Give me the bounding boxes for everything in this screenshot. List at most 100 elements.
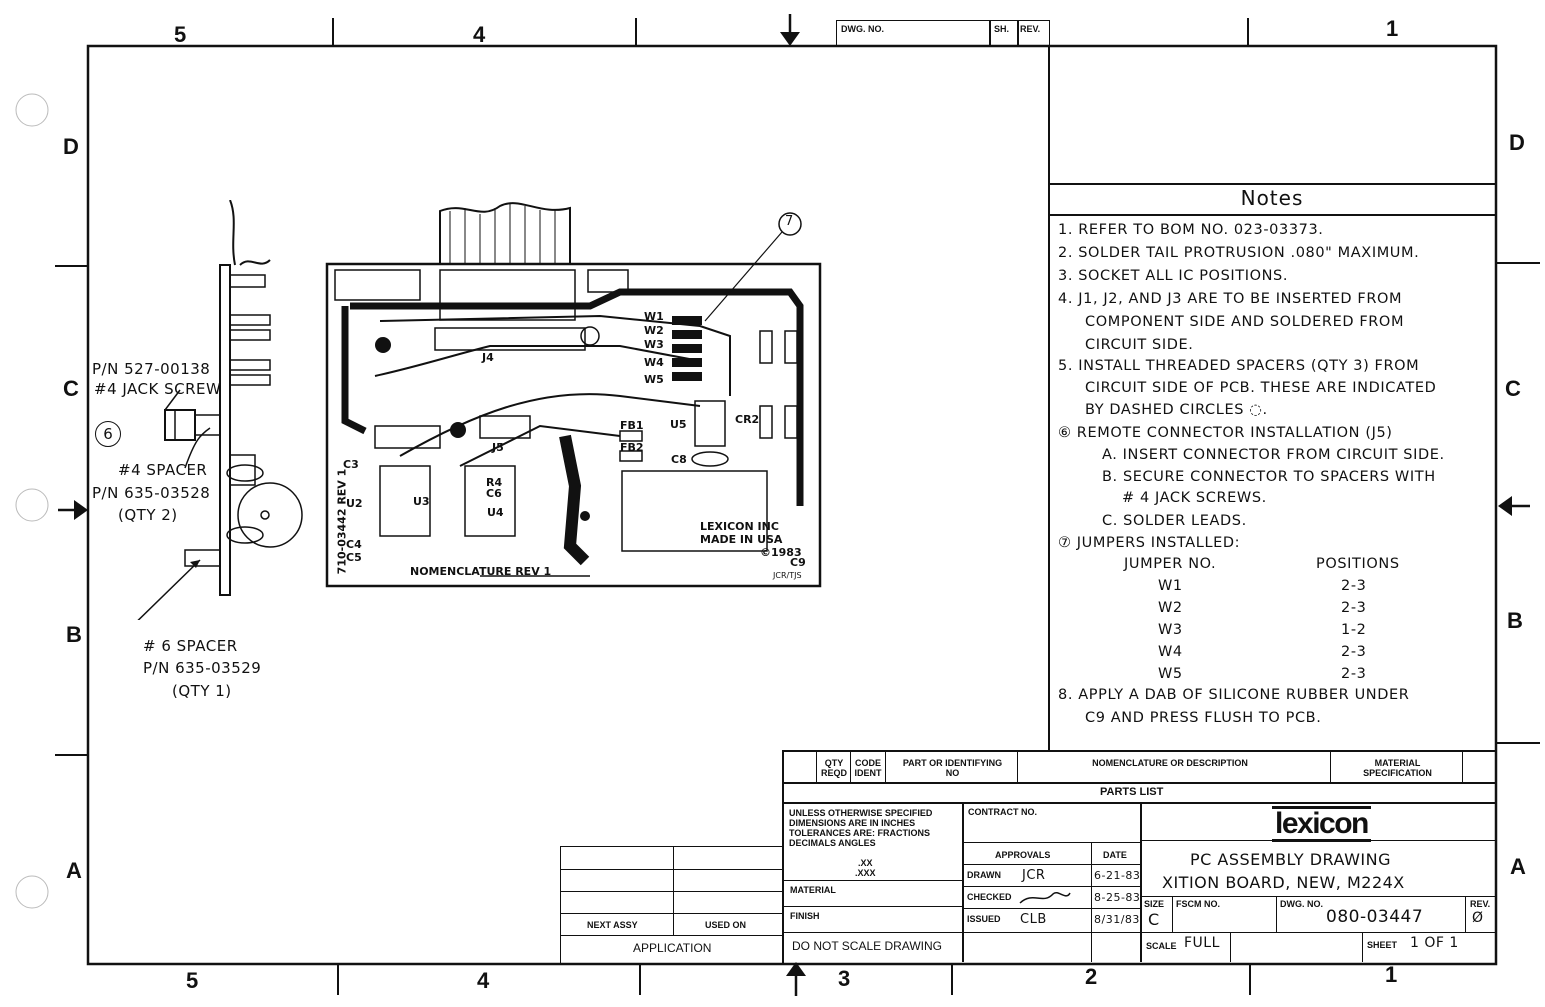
pcb-label-r4: R4 — [486, 476, 503, 489]
pcb-label-u2: U2 — [346, 497, 363, 510]
jumper-pos: 2-3 — [1341, 644, 1367, 660]
parts-col-rule — [1462, 752, 1464, 782]
pcb-label-c5: C5 — [346, 551, 362, 564]
tb-drawn-by: JCR — [1022, 868, 1046, 883]
zone-right-A: A — [1510, 854, 1526, 879]
side-spacer-4: #4 SPACER — [118, 461, 208, 479]
parts-col-rule — [850, 752, 852, 782]
parts-col-rule — [1017, 752, 1019, 782]
side-spacer-6: # 6 SPACER — [143, 637, 238, 655]
side-pn-635-03529: P/N 635-03529 — [143, 659, 262, 677]
zone-bottom-2: 2 — [1085, 964, 1098, 989]
pcb-maker-3: ©1983 — [760, 546, 802, 559]
pcb-label-c9: C9 — [790, 556, 806, 569]
tb-rule — [1140, 802, 1142, 962]
note-4: 4. J1, J2, AND J3 ARE TO BE INSERTED FRO… — [1058, 291, 1403, 307]
pcb-jumper-w3: W3 — [644, 338, 664, 351]
pcb-jumper-w5: W5 — [644, 373, 664, 386]
tb-dwg-no: 080-03447 — [1326, 907, 1424, 927]
jumper-pos: 2-3 — [1341, 578, 1367, 594]
pcb-label-u5: U5 — [670, 418, 687, 431]
note-5: 5. INSTALL THREADED SPACERS (QTY 3) FROM — [1058, 358, 1420, 374]
tb-sheet: 1 OF 1 — [1410, 935, 1459, 951]
pcb-jumper-w1: W1 — [644, 310, 664, 323]
pcb-label-u3: U3 — [413, 495, 430, 508]
note-6: ⑥ REMOTE CONNECTOR INSTALLATION (J5) — [1058, 425, 1393, 441]
jumper-pos: 2-3 — [1341, 600, 1367, 616]
notes-top-rule — [1048, 183, 1496, 185]
tb-dwg-label: DWG. NO. — [1280, 899, 1323, 909]
tb-rule — [962, 908, 1140, 910]
note-4c: CIRCUIT SIDE. — [1085, 337, 1194, 353]
note-1: 1. REFER TO BOM NO. 023-03373. — [1058, 222, 1324, 238]
pcb-label-c6: C6 — [486, 487, 502, 500]
parts-col-rule — [885, 752, 887, 782]
jumper-no: W4 — [1158, 644, 1183, 660]
zone-bottom-4: 4 — [477, 968, 490, 993]
side-pn-527: P/N 527-00138 — [92, 360, 211, 378]
tb-rule — [1276, 896, 1278, 932]
notes-title-rule — [1048, 214, 1496, 216]
tb-rev: Ø — [1472, 910, 1484, 926]
parts-list-left-rule — [782, 750, 784, 964]
tb-rule — [962, 802, 964, 962]
tb-tolerance: UNLESS OTHERWISE SPECIFIED DIMENSIONS AR… — [789, 808, 933, 848]
tb-rule — [1172, 896, 1174, 932]
parts-list-mid-rule — [782, 782, 1496, 784]
zone-left-B: B — [66, 622, 82, 647]
zone-left-D: D — [63, 134, 79, 159]
note-2: 2. SOLDER TAIL PROTRUSION .080" MAXIMUM. — [1058, 245, 1420, 261]
pcb-label-fb1: FB1 — [620, 419, 644, 432]
note-6a: A. INSERT CONNECTOR FROM CIRCUIT SIDE. — [1102, 447, 1445, 463]
tb-checked-label: CHECKED — [967, 892, 1012, 902]
tb-rule — [962, 886, 1140, 888]
jumper-no: W2 — [1158, 600, 1183, 616]
zone-bottom-1: 1 — [1385, 962, 1398, 987]
parts-qty-header: QTY REQD — [820, 758, 847, 778]
app-application: APPLICATION — [633, 941, 712, 955]
app-used-on: USED ON — [705, 920, 747, 930]
top-rev-label: REV. — [1020, 24, 1041, 34]
parts-col-rule — [1330, 752, 1332, 782]
zone-top-4: 4 — [473, 22, 486, 47]
note-5b: CIRCUIT SIDE OF PCB. THESE ARE INDICATED — [1085, 380, 1437, 396]
tb-drawn-label: DRAWN — [967, 870, 1001, 880]
pcb-callout-7: 7 — [785, 214, 794, 229]
pcb-label-c4: C4 — [346, 538, 362, 551]
tb-size: C — [1148, 910, 1160, 929]
tb-rule — [1465, 896, 1467, 932]
zone-right-B: B — [1507, 608, 1523, 633]
tb-rev-label: REV. — [1470, 899, 1491, 909]
tb-rule — [782, 932, 1496, 934]
parts-list-title: PARTS LIST — [1100, 786, 1164, 798]
pcb-nomenclature: NOMENCLATURE REV 1 — [410, 565, 552, 578]
tb-title-1: PC ASSEMBLY DRAWING — [1190, 850, 1391, 869]
tb-rule — [1362, 932, 1364, 962]
tb-checked-date: 8-25-83 — [1094, 891, 1141, 904]
zone-right-D: D — [1509, 130, 1525, 155]
tb-date: DATE — [1103, 850, 1127, 860]
note-3: 3. SOCKET ALL IC POSITIONS. — [1058, 268, 1289, 284]
zone-bottom-3: 3 — [838, 966, 851, 991]
side-jack-screw: #4 JACK SCREW — [94, 380, 222, 398]
application-block: NEXT ASSY USED ON APPLICATION — [560, 846, 783, 963]
tb-rule — [782, 906, 962, 908]
zone-right-C: C — [1505, 376, 1521, 401]
tb-sheet-label: SHEET — [1367, 940, 1398, 950]
parts-material-header: MATERIAL SPECIFICATION — [1363, 758, 1432, 778]
zone-top-1: 1 — [1386, 16, 1399, 41]
note-5c: BY DASHED CIRCLES ◌. — [1085, 402, 1268, 418]
tb-rule — [1091, 842, 1093, 962]
note-6c: C. SOLDER LEADS. — [1102, 513, 1247, 529]
pcb-label-c3: C3 — [343, 458, 359, 471]
tb-rule — [962, 842, 1140, 844]
tb-drawn-date: 6-21-83 — [1094, 869, 1141, 882]
note-6b: B. SECURE CONNECTOR TO SPACERS WITH — [1102, 469, 1436, 485]
tb-issued-by: CLB — [1020, 912, 1047, 927]
parts-part-header: PART OR IDENTIFYING NO — [902, 758, 1003, 778]
tb-scale: FULL — [1184, 935, 1220, 951]
side-view-drawing — [137, 200, 303, 620]
side-qty-2: (QTY 2) — [118, 506, 178, 524]
parts-col-rule — [816, 752, 818, 782]
